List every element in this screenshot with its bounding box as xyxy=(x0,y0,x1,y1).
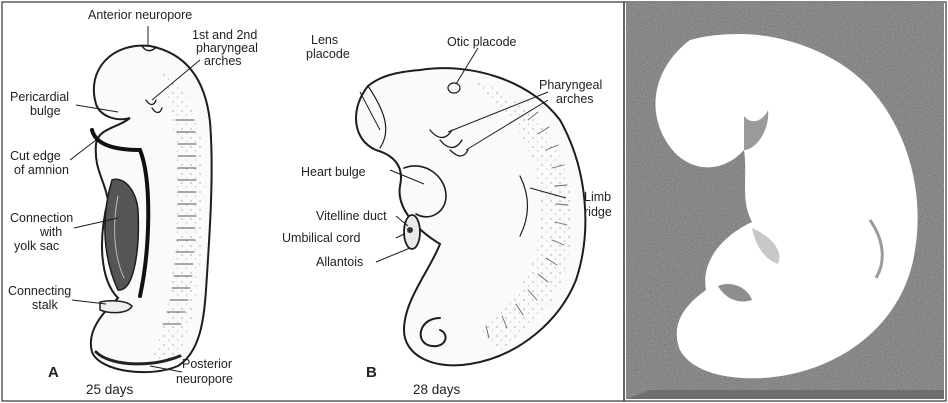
label-pharyngeal-arches-a-1: 1st and 2nd xyxy=(192,28,257,42)
panel-a-age: 25 days xyxy=(86,383,133,397)
label-posterior-neuropore-2: neuropore xyxy=(176,372,233,386)
label-cut-edge-1: Cut edge xyxy=(10,149,61,163)
label-pharyngeal-arches-a-2: pharyngeal xyxy=(196,41,258,55)
label-otic-placode: Otic placode xyxy=(447,35,516,49)
panel-a-letter: A xyxy=(48,366,59,380)
label-pharyngeal-arches-b-2: arches xyxy=(556,92,594,106)
panel-b-age: 28 days xyxy=(413,383,460,397)
label-connection-3: yolk sac xyxy=(14,239,59,253)
label-connecting-stalk-1: Connecting xyxy=(8,284,71,298)
label-posterior-neuropore-1: Posterior xyxy=(182,357,232,371)
label-pharyngeal-arches-b-1: Pharyngeal xyxy=(539,78,602,92)
label-allantois: Allantois xyxy=(316,255,363,269)
label-lens-placode-2: placode xyxy=(306,47,350,61)
label-connecting-stalk-2: stalk xyxy=(32,298,58,312)
embryo-a-drawing xyxy=(91,46,212,373)
label-cut-edge-2: of amnion xyxy=(14,163,69,177)
label-connection-2: with xyxy=(40,225,62,239)
label-limb-ridge-1: Limb xyxy=(584,190,611,204)
label-vitelline-duct: Vitelline duct xyxy=(316,209,387,223)
label-lens-placode-1: Lens xyxy=(311,33,338,47)
label-anterior-neuropore: Anterior neuropore xyxy=(88,8,192,22)
label-heart-bulge: Heart bulge xyxy=(301,165,366,179)
label-pericardial-2: bulge xyxy=(30,104,61,118)
label-pharyngeal-arches-a-3: arches xyxy=(204,54,242,68)
label-limb-ridge-2: ridge xyxy=(584,205,612,219)
panel-b-letter: B xyxy=(366,366,377,380)
label-pericardial-1: Pericardial xyxy=(10,90,69,104)
label-umbilical-cord: Umbilical cord xyxy=(282,231,361,245)
label-connection-1: Connection xyxy=(10,211,73,225)
embryo-photograph xyxy=(626,3,944,399)
